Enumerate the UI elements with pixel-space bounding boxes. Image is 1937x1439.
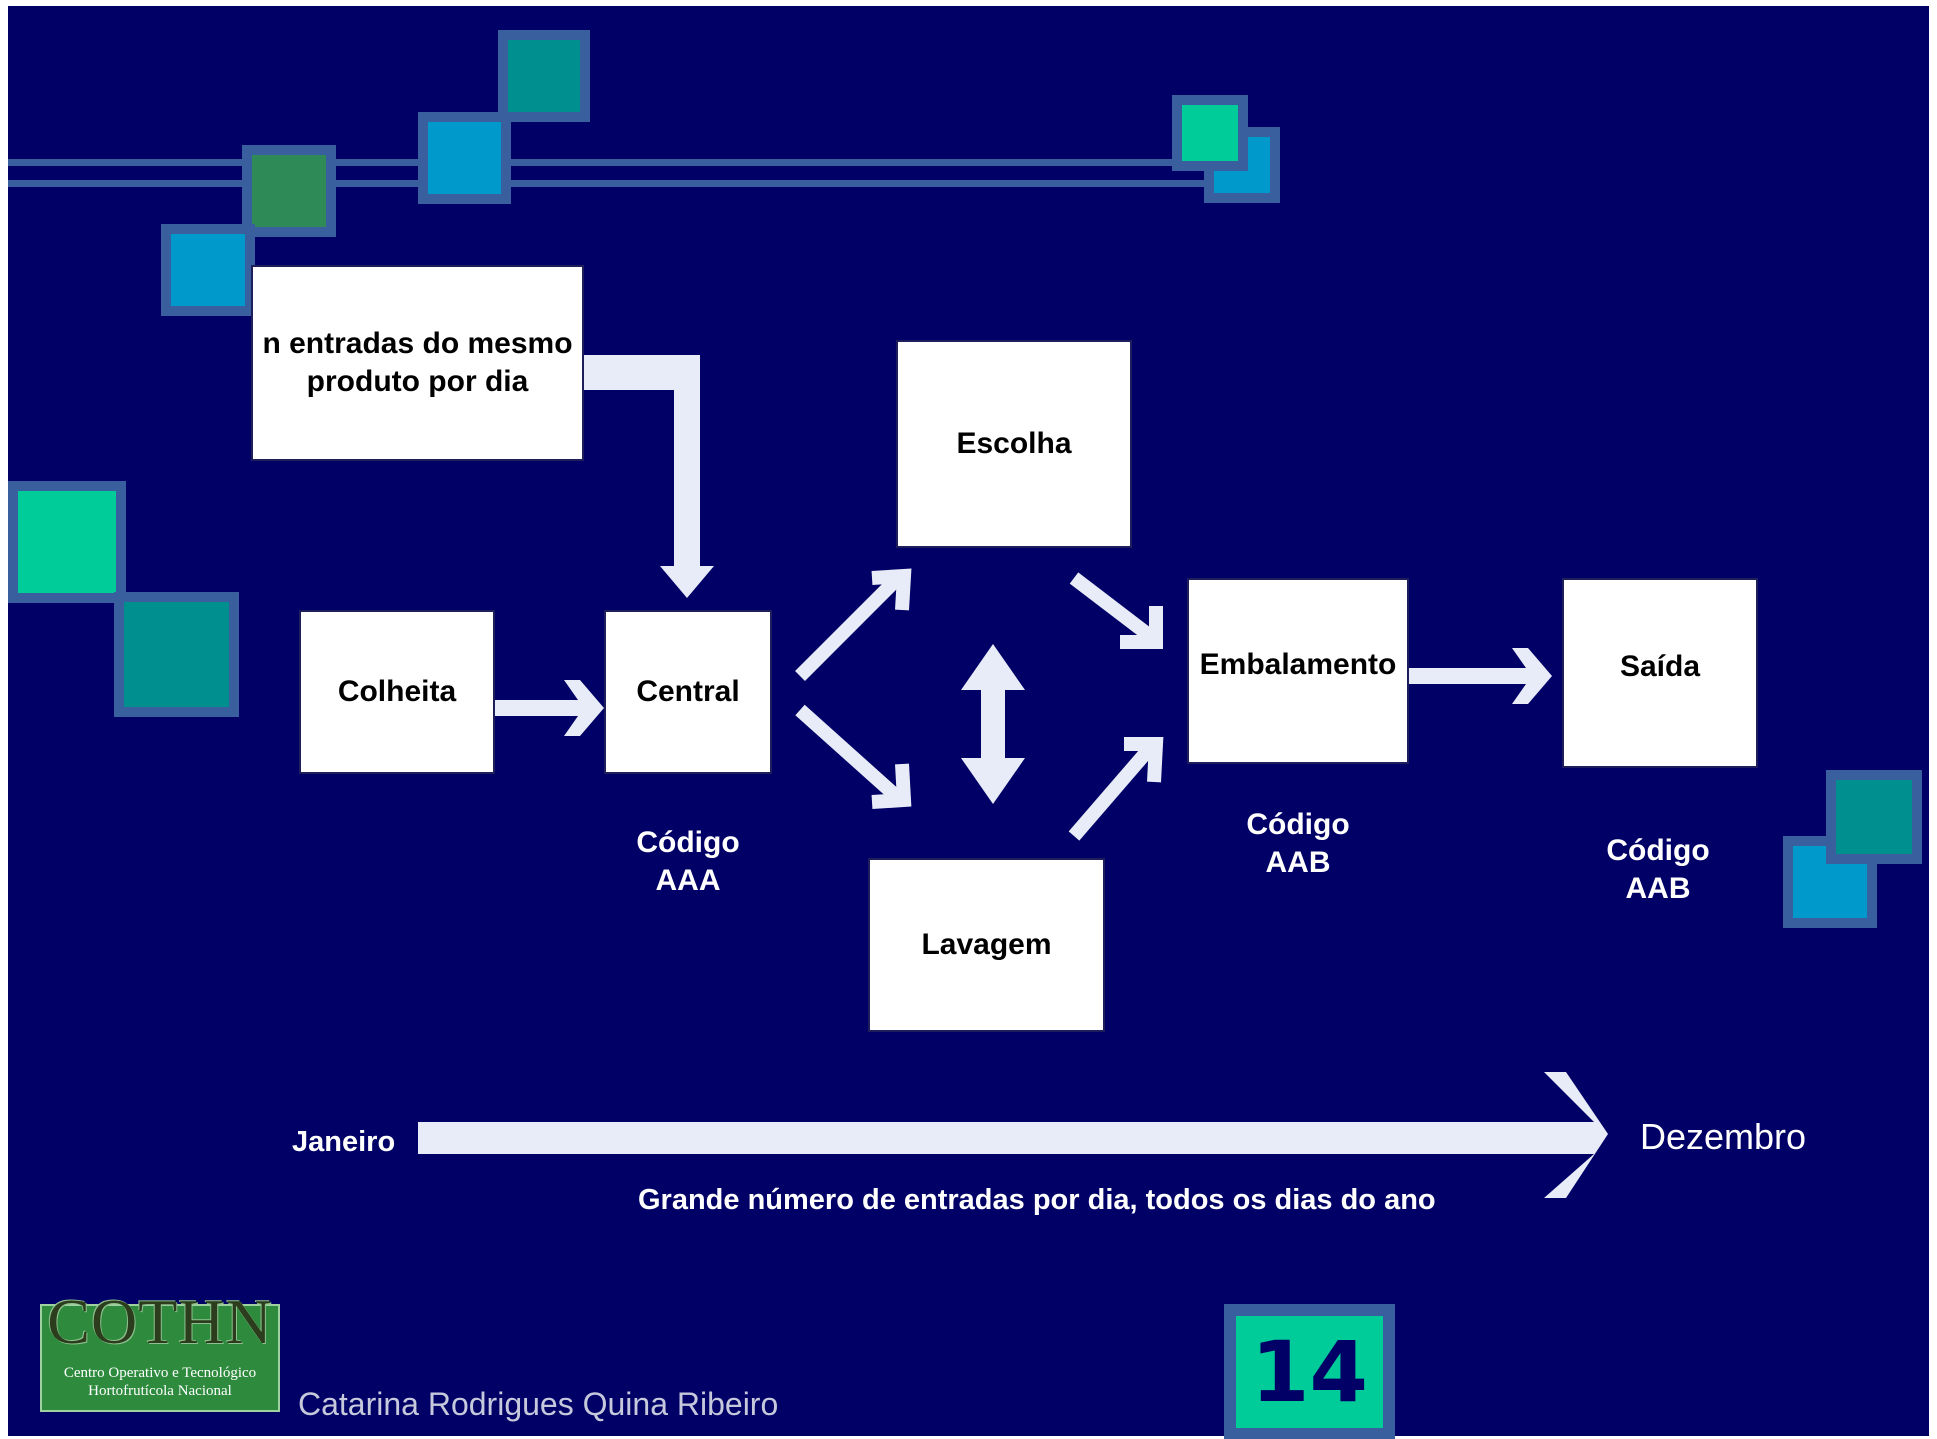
escolha-to-embalamento-arrow — [1069, 572, 1155, 642]
decor-square — [242, 145, 336, 237]
saida-code: Código AAB — [1606, 834, 1710, 905]
lavagem-to-embalamento-arrow — [1068, 743, 1156, 841]
decor-square — [1172, 95, 1248, 171]
timeline-end-label: Dezembro — [1640, 1116, 1807, 1157]
logo-name: COTHN — [47, 1286, 273, 1357]
decor-square — [498, 30, 590, 122]
colheita-box: Colheita — [299, 610, 495, 774]
lavagem-box: Lavagem — [868, 858, 1105, 1032]
embalamento-to-saida-arrow — [1408, 648, 1552, 704]
escolha-box: Escolha — [896, 340, 1132, 548]
escolha-lavagem-double-arrow — [961, 644, 1025, 804]
logo-subtitle: Centro Operativo e Tecnológico Hortofrut… — [63, 1365, 257, 1399]
cothn-logo: COTHN Centro Operativo e Tecnológico Hor… — [40, 1286, 280, 1412]
colheita-to-central-arrow — [494, 680, 604, 736]
decor-square — [114, 592, 239, 717]
input-box: n entradas do mesmo produto por dia — [251, 265, 584, 461]
central-to-lavagem-arrow — [795, 704, 901, 802]
decor-square — [8, 481, 126, 603]
decor-square — [418, 112, 511, 204]
saida-box: Saída — [1562, 578, 1758, 768]
embalamento-box: Embalamento — [1187, 578, 1409, 764]
author-name: Catarina Rodrigues Quina Ribeiro — [298, 1386, 779, 1422]
timeline-caption: Grande número de entradas por dia, todos… — [638, 1184, 1436, 1216]
timeline-arrow — [418, 1072, 1608, 1198]
embalamento-code: Código AAB — [1246, 808, 1350, 879]
central-code: Código AAA — [636, 826, 740, 897]
input-to-central-arrow — [578, 355, 714, 598]
decor-square — [1826, 770, 1922, 864]
central-box: Central — [604, 610, 772, 774]
page-number-badge: 14 — [1224, 1304, 1395, 1439]
decor-line — [8, 159, 1208, 187]
decor-square — [161, 224, 255, 316]
timeline-start-label: Janeiro — [292, 1126, 396, 1158]
central-to-escolha-arrow — [795, 575, 901, 681]
